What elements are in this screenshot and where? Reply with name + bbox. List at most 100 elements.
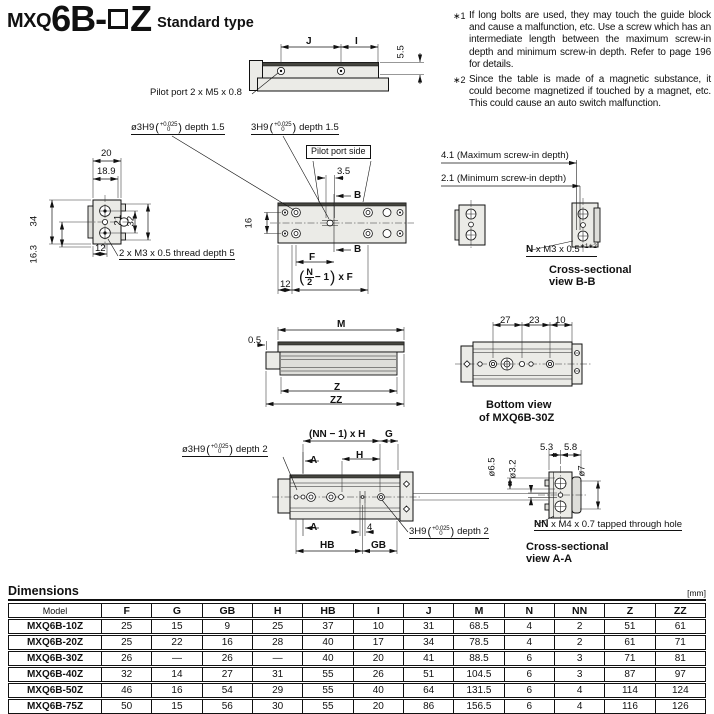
value-cell: 4: [504, 619, 555, 634]
formula-numerator: N: [305, 267, 314, 278]
value-cell: 64: [403, 683, 455, 698]
value-cell: 40: [303, 635, 354, 650]
formula-multiplier: x F: [338, 272, 353, 283]
caption-bb-2: view B-B: [549, 276, 596, 288]
thread-variable: N: [526, 244, 534, 256]
tolerance-upper: +0.025: [210, 443, 229, 450]
value-cell: 16: [202, 635, 253, 650]
value-cell: 20: [353, 699, 404, 714]
value-cell: 15: [152, 619, 203, 634]
tolerance-upper: +0.025: [274, 121, 292, 128]
tolerance-lower: 0: [167, 127, 171, 134]
value-cell: 2: [554, 619, 606, 634]
thread-spec: x M4 x 0.7 tapped through hole: [548, 519, 683, 530]
column-header-i: I: [353, 603, 404, 618]
value-cell: 40: [353, 683, 404, 698]
fig-aa-section: [507, 450, 601, 526]
value-cell: 131.5: [454, 683, 505, 698]
paren-open: (: [299, 268, 305, 286]
model-cell: MXQ6B-50Z: [8, 683, 102, 698]
column-header-h: H: [252, 603, 304, 618]
value-cell: 61: [655, 619, 706, 634]
dim-label-4: 4: [367, 522, 373, 533]
dim-label-dia-6-5: ø6.5: [486, 457, 498, 477]
value-cell: 6: [504, 667, 555, 682]
model-left: 6B-: [51, 0, 107, 39]
value-cell: 55: [303, 667, 354, 682]
fig-bottom-view: [455, 322, 592, 387]
value-cell: 51: [403, 667, 455, 682]
dim-label-f: F: [309, 252, 316, 263]
paren-open: (: [155, 122, 159, 134]
footnote-1: ∗1 If long bolts are used, they may touc…: [453, 10, 711, 71]
thread-label-n-m3: N x M3 x 0.5∗1∗2: [526, 243, 597, 257]
value-cell: 25: [102, 619, 153, 634]
dim-label-20: 20: [101, 148, 112, 159]
tolerance-upper: +0.025: [432, 525, 450, 532]
value-cell: 9: [202, 619, 253, 634]
dim-label-18-9: 18.9: [97, 166, 116, 177]
dim-label-12-top-view: 12: [280, 279, 291, 290]
paren-open: (: [427, 526, 432, 538]
footnote-1-text: If long bolts are used, they may touch t…: [469, 10, 711, 70]
paren-close: ): [330, 268, 336, 286]
dimensions-header: Dimensions [mm]: [8, 584, 706, 601]
size-placeholder-box: [108, 8, 129, 29]
value-cell: 17: [353, 635, 404, 650]
value-cell: 31: [403, 619, 455, 634]
value-cell: 10: [353, 619, 404, 634]
dim-label-dia-3-2: ø3.2: [507, 459, 519, 479]
value-cell: 34: [403, 635, 455, 650]
dim-label-16: 16: [243, 217, 255, 229]
model-cell: MXQ6B-30Z: [8, 651, 102, 666]
fig-mid-side-view: [257, 327, 405, 407]
thread-spec: x M3 x 0.5: [533, 244, 580, 256]
value-cell: 71: [605, 651, 656, 666]
footnote-2-marker: ∗2: [453, 74, 466, 85]
value-cell: 41: [403, 651, 455, 666]
caption-bb-1: Cross-sectional: [549, 264, 632, 276]
hole-spec-prefix: 3H9: [409, 525, 427, 537]
column-header-hb: HB: [303, 603, 354, 618]
value-cell: 4: [554, 683, 606, 698]
fig-bb-section: [441, 160, 601, 252]
value-cell: 28: [252, 635, 304, 650]
tolerance-upper: +0.025: [159, 121, 178, 128]
value-cell: 30: [252, 699, 304, 714]
fig-end-view: [49, 158, 151, 257]
caption-aa-1: Cross-sectional: [526, 541, 609, 553]
dim-label-gb: GB: [371, 540, 386, 551]
fig-top-side-view: [249, 44, 424, 95]
value-cell: 15: [152, 699, 203, 714]
model-right: Z: [130, 0, 152, 39]
value-cell: 26: [202, 651, 253, 666]
paren-close: ): [450, 526, 455, 538]
section-label-a-top: A: [310, 455, 318, 466]
value-cell: 86: [403, 699, 455, 714]
column-header-f: F: [102, 603, 153, 618]
column-header-model: Model: [8, 603, 102, 618]
column-header-nn: NN: [554, 603, 606, 618]
value-cell: 22: [152, 635, 203, 650]
paren-open: (: [206, 444, 210, 456]
dim-label-0-5: 0.5: [248, 335, 262, 346]
section-label-a-bottom: A: [310, 522, 318, 533]
value-cell: 104.5: [454, 667, 505, 682]
hole-spec-suffix: depth 1.5: [184, 121, 225, 133]
fig-lower-side-view: [272, 438, 548, 554]
dim-label-16-3: 16.3: [28, 244, 40, 264]
dim-label-3-5: 3.5: [337, 166, 351, 177]
value-cell: 51: [605, 619, 656, 634]
value-cell: 156.5: [454, 699, 505, 714]
value-cell: 26: [353, 667, 404, 682]
value-cell: 55: [303, 699, 354, 714]
